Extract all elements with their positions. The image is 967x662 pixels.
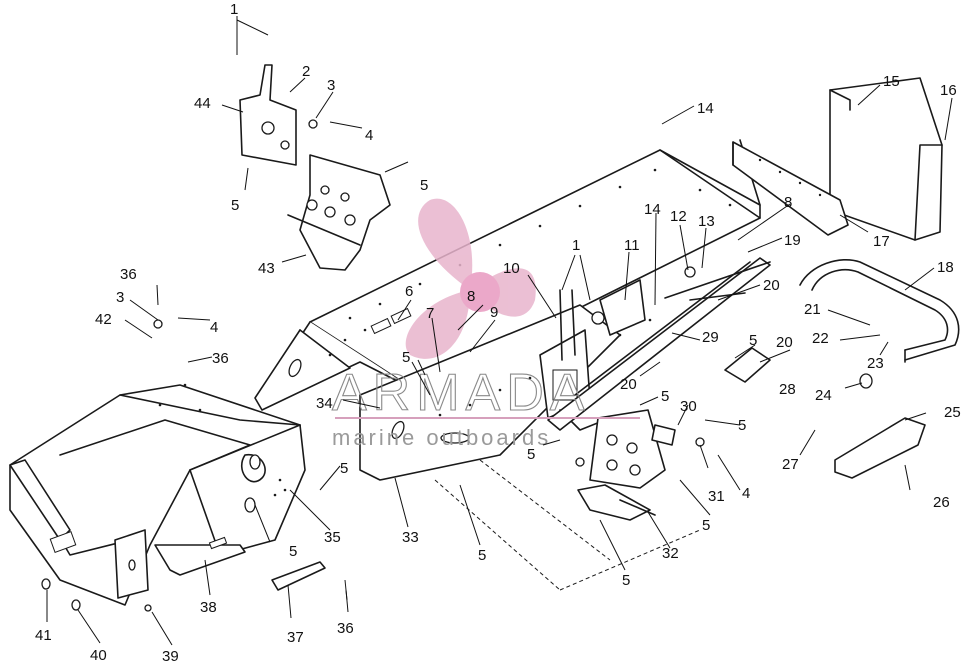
callout-leaders <box>46 16 953 646</box>
callout: 21 <box>804 301 821 318</box>
callout: 38 <box>200 599 217 616</box>
callout-labels: 1 2 3 4 44 5 5 43 14 15 16 17 8 19 18 14… <box>35 1 961 662</box>
steering-arm <box>547 257 771 431</box>
callout: 5 <box>527 446 535 463</box>
callout: 36 <box>212 350 229 367</box>
callout: 7 <box>426 305 434 322</box>
callout: 43 <box>258 260 275 277</box>
callout: 11 <box>624 237 640 254</box>
front-bumper-plate <box>732 77 943 241</box>
callout: 33 <box>402 529 419 546</box>
callout: 5 <box>738 417 746 434</box>
hardware-items <box>41 119 873 612</box>
steering-post-assembly <box>539 279 646 431</box>
callout: 15 <box>883 73 900 90</box>
callout: 5 <box>402 349 410 366</box>
callout: 4 <box>210 319 218 336</box>
watermark-logo <box>405 198 536 359</box>
callout: 24 <box>815 387 832 404</box>
bumper-tube <box>799 258 960 363</box>
callout: 10 <box>503 260 520 277</box>
callout: 36 <box>337 620 354 637</box>
callout: 8 <box>784 194 792 211</box>
side-brackets <box>577 347 926 521</box>
callout: 14 <box>697 100 714 117</box>
callout: 2 <box>302 63 310 80</box>
callout: 39 <box>162 648 179 662</box>
callout: 22 <box>812 330 829 347</box>
mounting-bracket-44 <box>239 64 297 166</box>
callout: 6 <box>405 283 413 300</box>
callout: 5 <box>420 177 428 194</box>
callout: 31 <box>708 488 725 505</box>
watermark-brand: ARMADA <box>332 364 590 422</box>
callout: 30 <box>680 398 697 415</box>
callout: 17 <box>873 233 890 250</box>
callout: 8 <box>467 288 475 305</box>
callout: 36 <box>120 266 137 283</box>
callout: 37 <box>287 629 304 646</box>
callout: 5 <box>231 197 239 214</box>
callout: 5 <box>622 572 630 589</box>
callout: 20 <box>620 376 637 393</box>
callout: 18 <box>937 259 954 276</box>
callout: 29 <box>702 329 719 346</box>
callout: 16 <box>940 82 957 99</box>
callout: 12 <box>670 208 687 225</box>
callout: 26 <box>933 494 950 511</box>
callout: 4 <box>365 127 373 144</box>
callout: 23 <box>867 355 884 372</box>
rear-tub <box>9 383 306 606</box>
callout: 4 <box>742 485 750 502</box>
callout: 34 <box>316 395 333 412</box>
callout: 3 <box>116 289 124 306</box>
callout: 5 <box>702 517 710 534</box>
callout: 5 <box>749 332 757 349</box>
callout: 5 <box>478 547 486 564</box>
callout: 20 <box>776 334 793 351</box>
callout: 9 <box>490 304 498 321</box>
callout: 19 <box>784 232 801 249</box>
callout: 13 <box>698 213 715 230</box>
callout: 32 <box>662 545 679 562</box>
callout: 25 <box>944 404 961 421</box>
callout: 20 <box>763 277 780 294</box>
watermark-tagline: marine outboards <box>332 425 551 450</box>
callout: 14 <box>644 201 661 218</box>
callout: 44 <box>194 95 211 112</box>
callout: 28 <box>779 381 796 398</box>
callout: 41 <box>35 627 52 644</box>
callout: 40 <box>90 647 107 662</box>
callout: 35 <box>324 529 341 546</box>
callout: 1 <box>230 1 238 18</box>
callout: 3 <box>327 77 335 94</box>
mounting-bracket-43 <box>287 154 391 271</box>
callout: 1 <box>572 237 580 254</box>
callout: 5 <box>340 460 348 477</box>
callout: 5 <box>661 388 669 405</box>
callout: 42 <box>95 311 112 328</box>
callout: 5 <box>289 543 297 560</box>
callout: 27 <box>782 456 799 473</box>
